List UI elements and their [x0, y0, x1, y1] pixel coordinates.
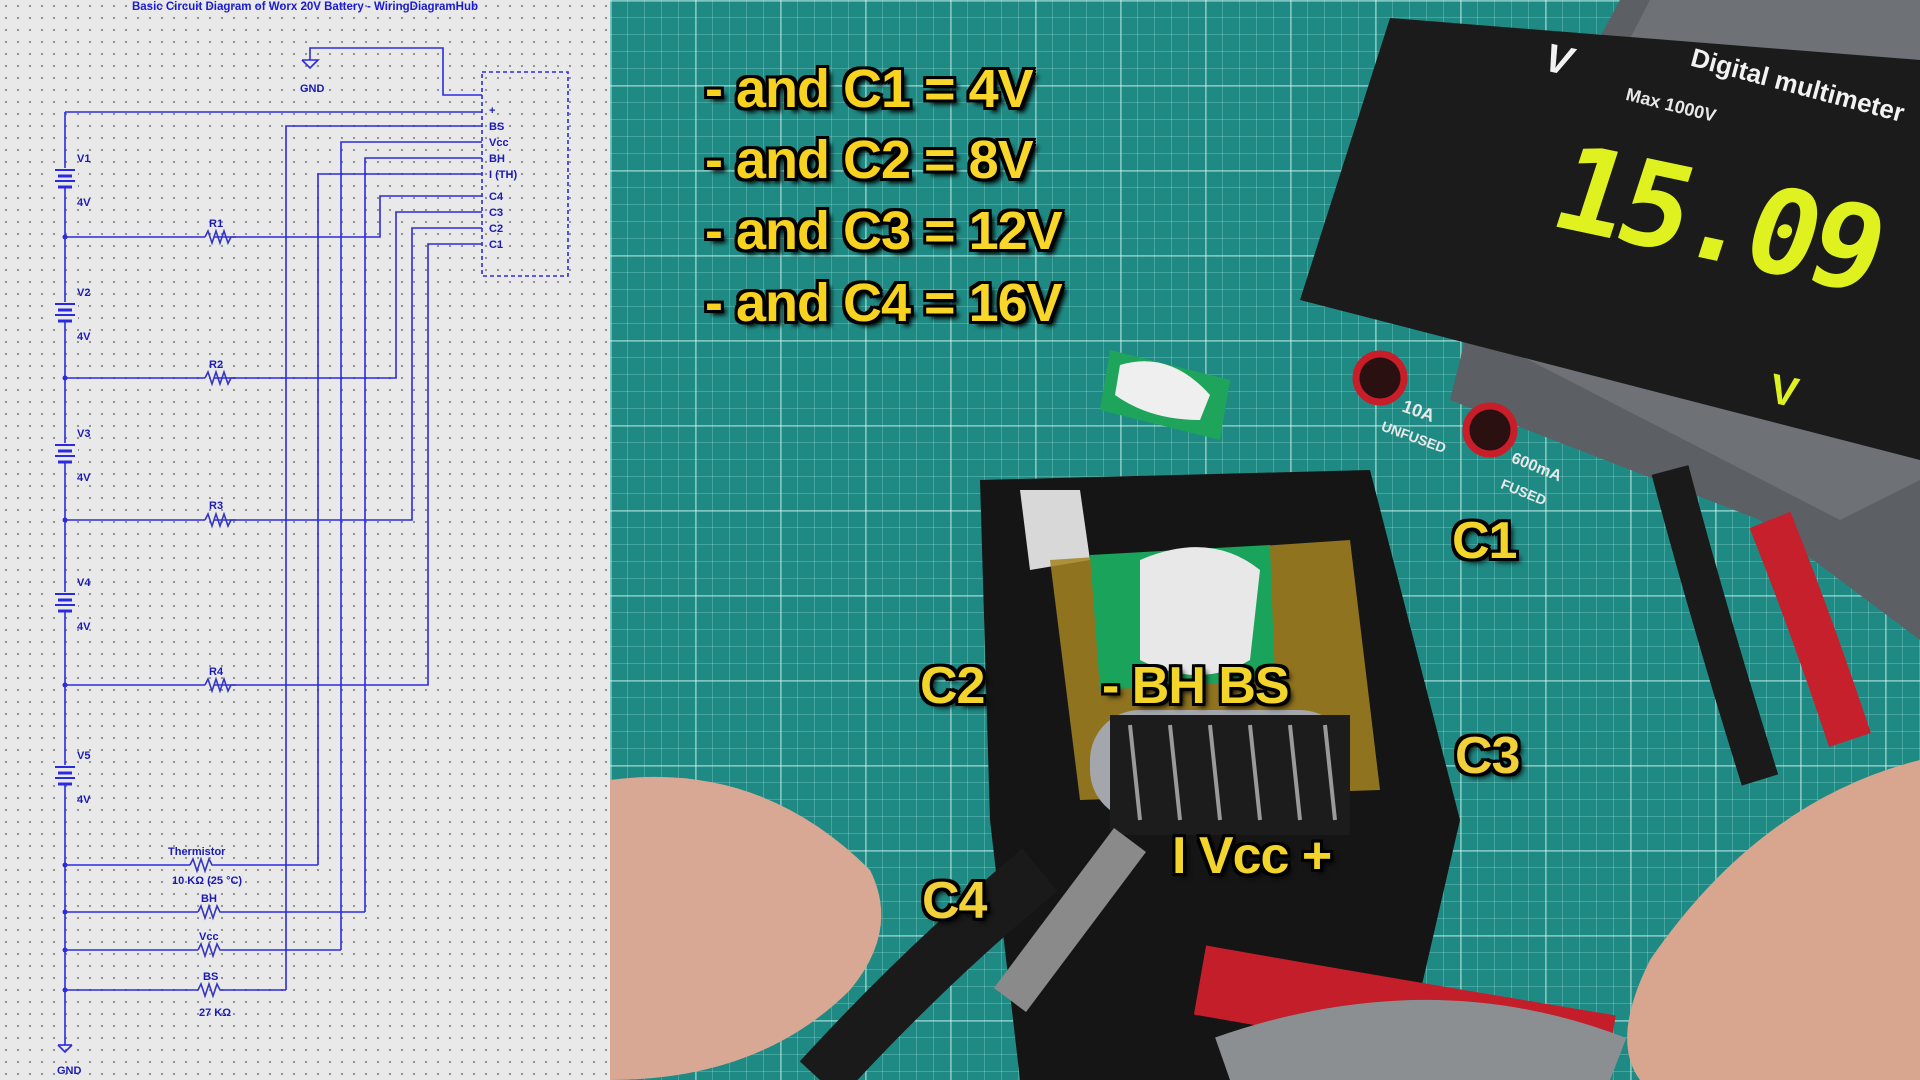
label-c2: C2	[920, 657, 985, 715]
cell-v2-voltage: 4V	[77, 331, 91, 343]
photo-scene	[610, 0, 1920, 1080]
battery-photo: V Digital multimeter Max 1000V 15.09 V 1…	[610, 0, 1920, 1080]
red-probe-cable	[1749, 511, 1871, 747]
label-c3: C3	[1455, 727, 1520, 785]
resistor-r4-label: R4	[209, 666, 224, 678]
bs-resistor-label: BS	[203, 971, 218, 983]
pin-c3: C3	[489, 207, 503, 219]
jack-600ma	[1462, 402, 1518, 458]
pin-vcc: Vcc	[489, 137, 509, 149]
wire-c1	[214, 243, 482, 686]
circuit-schematic: Basic Circuit Diagram of Worx 20V Batter…	[0, 0, 610, 1080]
cell-v2-name: V2	[77, 287, 90, 299]
pin-c2: C2	[489, 223, 503, 235]
pin-c4: C4	[489, 191, 504, 203]
glue-blob	[1140, 547, 1260, 675]
cell-v5-name: V5	[77, 750, 90, 762]
pin-plus: +	[489, 105, 495, 117]
gnd-label-bottom: GND	[57, 1065, 82, 1077]
cell-v4-voltage: 4V	[77, 621, 91, 633]
schematic-title: Basic Circuit Diagram of Worx 20V Batter…	[131, 1, 479, 13]
wire-gnd-top	[309, 47, 482, 96]
bs-resistor-value: 27 KΩ	[199, 1007, 231, 1019]
equation-c2: - and C2 = 8V	[705, 130, 1034, 190]
equation-c4: - and C4 = 16V	[705, 273, 1063, 333]
multimeter-lcd	[1300, 18, 1920, 460]
thermistor-label: Thermistor	[168, 846, 226, 858]
black-probe	[799, 848, 1058, 1080]
label-c1: C1	[1452, 512, 1517, 570]
label-c4: C4	[922, 872, 987, 930]
thermistor-value: 10 KΩ (25 °C)	[172, 875, 242, 887]
equation-c1: - and C1 = 4V	[705, 59, 1034, 119]
equation-c3: - and C3 = 12V	[705, 201, 1063, 261]
resistor-r2-label: R2	[209, 359, 223, 371]
wire-c4	[214, 195, 482, 238]
pin-th: I (TH)	[489, 169, 517, 181]
wire-bh	[364, 157, 482, 912]
cell-v1-name: V1	[77, 153, 90, 165]
pin-c1: C1	[489, 239, 503, 251]
terminal-block	[1110, 715, 1350, 835]
wire-c3	[214, 211, 482, 379]
schematic-drawing: GND GND + BS Vcc BH I (TH) C4 C3 C2 C1 V…	[52, 47, 569, 1077]
left-hand	[610, 776, 882, 1080]
cell-v4-name: V4	[77, 577, 91, 589]
gnd-label-top: GND	[300, 83, 325, 95]
pin-bs: BS	[489, 121, 504, 133]
vcc-resistor-label: Vcc	[199, 931, 219, 943]
label-top-row: - BH BS	[1102, 657, 1290, 715]
right-hand	[1627, 760, 1920, 1080]
cell-v1-voltage: 4V	[77, 197, 91, 209]
resistor-r1-label: R1	[209, 218, 223, 230]
wire-vcc	[340, 141, 482, 950]
jack-10a	[1352, 350, 1408, 406]
wire-c2	[214, 227, 482, 521]
cell-v3-voltage: 4V	[77, 472, 91, 484]
cell-v3-name: V3	[77, 428, 90, 440]
bh-resistor-label: BH	[201, 893, 217, 905]
resistor-r3-label: R3	[209, 500, 223, 512]
label-bottom-row: I Vcc +	[1172, 827, 1332, 885]
black-probe-cable	[1651, 465, 1779, 786]
pin-bh: BH	[489, 153, 505, 165]
wire-th	[317, 173, 482, 865]
wire-bs	[285, 125, 482, 990]
cell-v5-voltage: 4V	[77, 794, 91, 806]
